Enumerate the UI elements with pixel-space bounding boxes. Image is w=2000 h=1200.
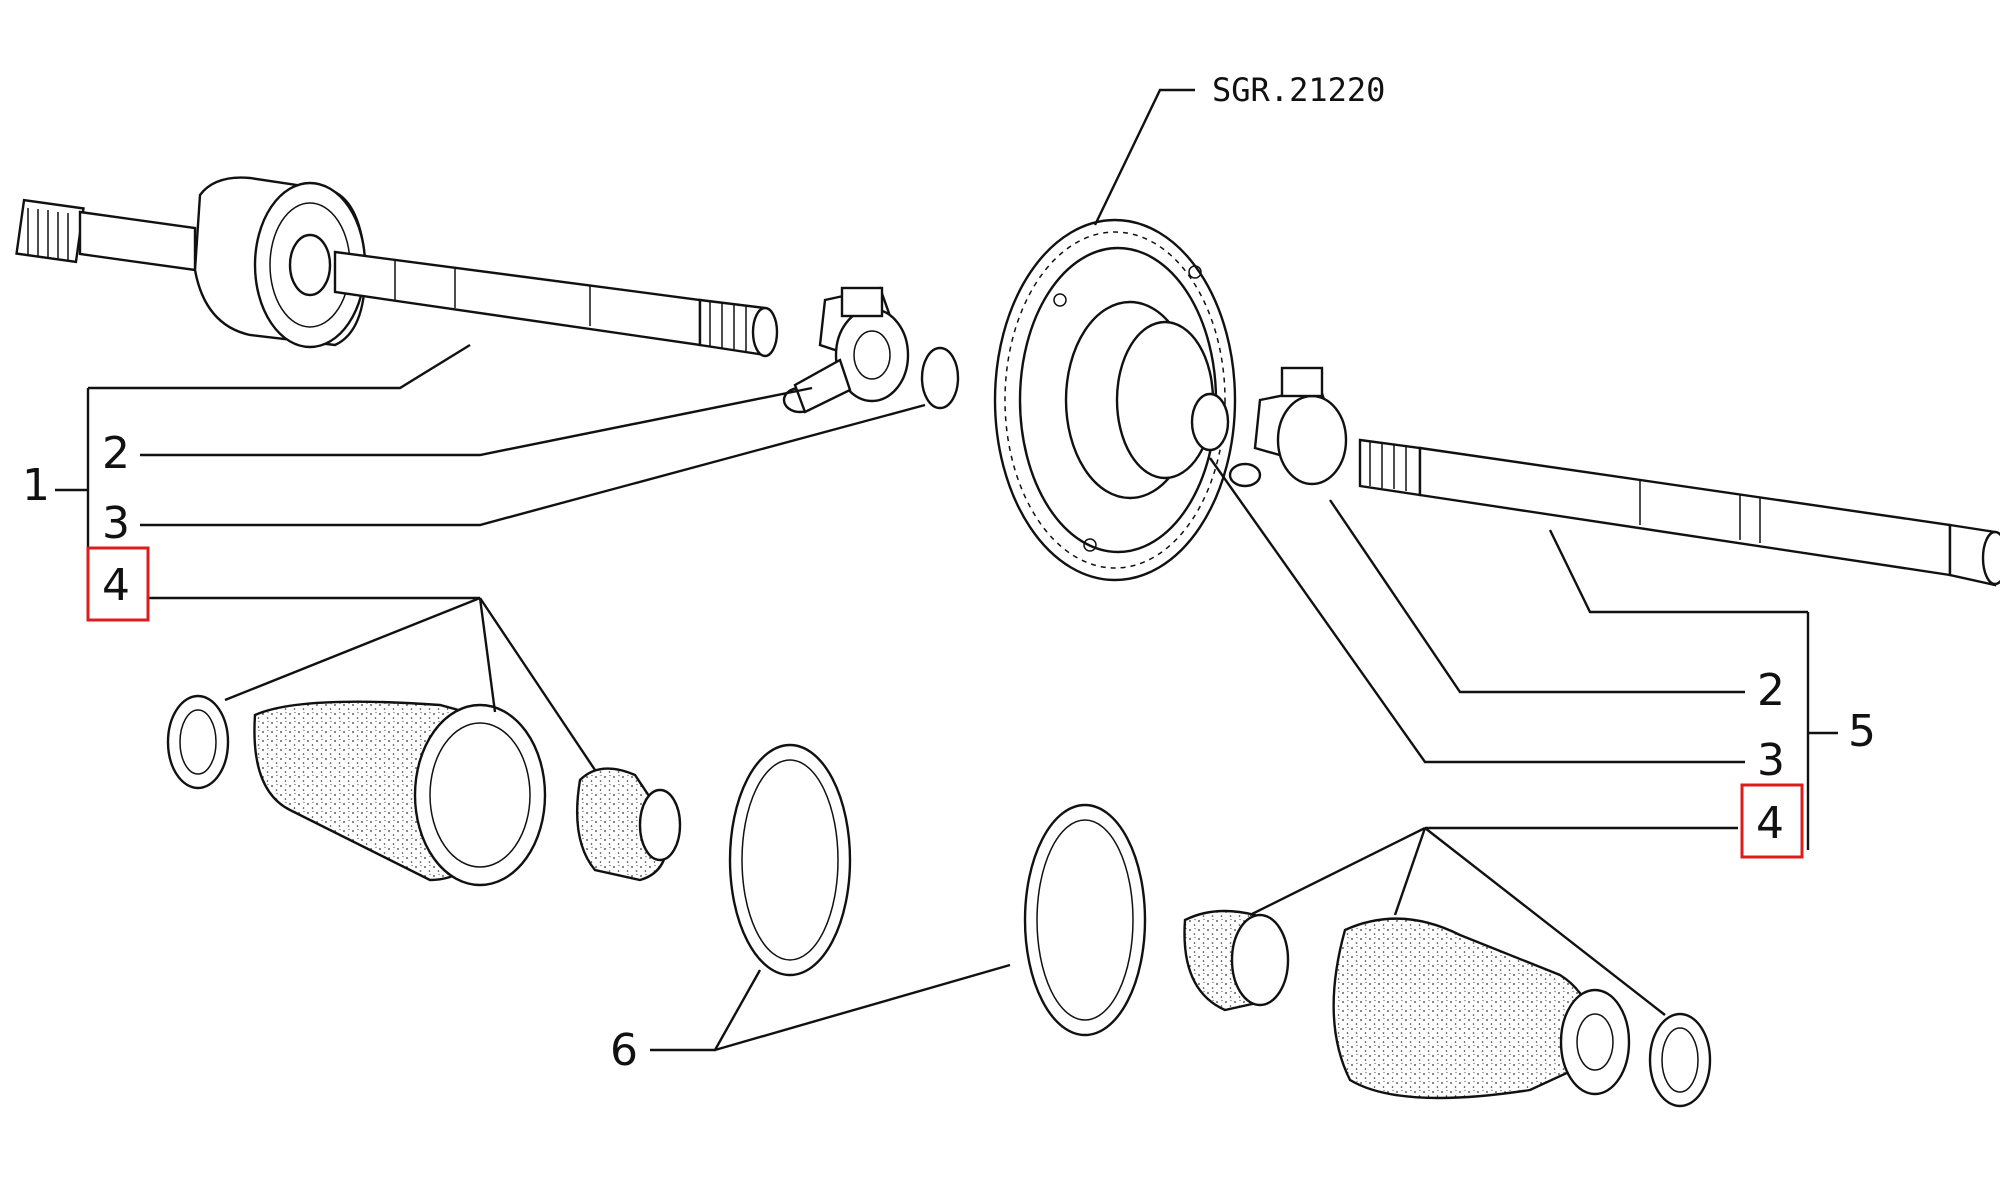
right-item-3-label: 3 [1757, 735, 1785, 786]
left-boot-kit [166, 694, 682, 887]
ring-gear [993, 218, 1237, 582]
left-driveshaft [15, 176, 779, 358]
right-item-2-label: 2 [1757, 665, 1785, 716]
left-item-4-highlight [86, 546, 150, 622]
clamp-label: 6 [610, 1025, 638, 1076]
left-item-2-label: 2 [102, 428, 130, 479]
left-assembly-label: 1 [22, 460, 50, 511]
right-boot-clamp [1023, 803, 1147, 1037]
left-boot-clamp [728, 743, 852, 977]
right-assembly-label: 5 [1848, 706, 1876, 757]
reference-code: SGR.21220 [1212, 71, 1385, 109]
right-item-4-label: 4 [1756, 798, 1784, 849]
right-item-4-highlight [1740, 783, 1804, 859]
left-tripod-joint [782, 286, 910, 414]
left-circlip [920, 346, 960, 410]
right-driveshaft [1358, 438, 2000, 587]
left-item-4-label: 4 [102, 560, 130, 611]
right-boot-kit [1183, 909, 1712, 1108]
right-tripod-joint [1228, 366, 1348, 488]
left-item-3-label: 3 [102, 498, 130, 549]
